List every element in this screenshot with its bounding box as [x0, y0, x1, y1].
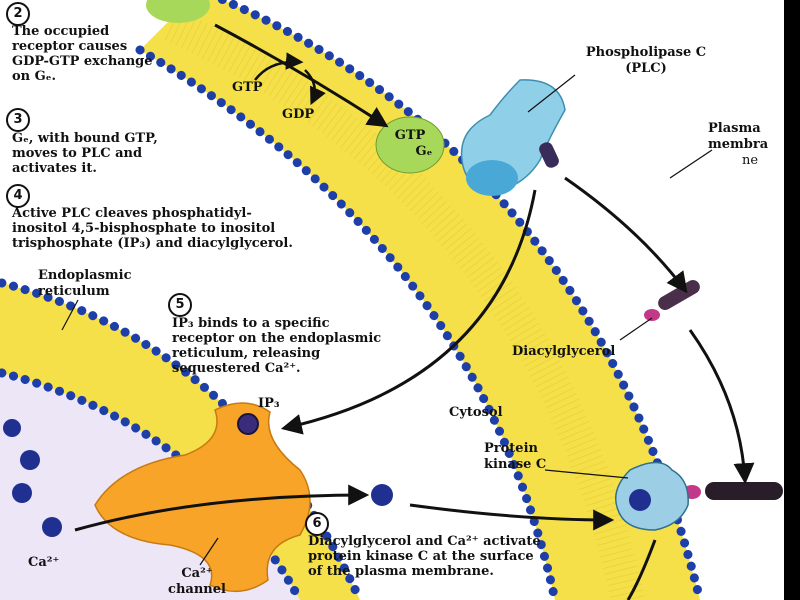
step-4-text: Active PLC cleaves phosphatidyl- inosito…: [12, 206, 293, 251]
step-line: on Gₑ.: [12, 69, 57, 84]
step-number: 3: [6, 108, 30, 132]
diacylglycerol-molecule: [658, 280, 700, 310]
leader-channel: [199, 537, 219, 566]
er-membrane-inner-heads: [0, 367, 305, 600]
step-line: reticulum, releasing: [172, 346, 321, 361]
black-edge-strip: [784, 0, 800, 600]
pip2-molecule: [539, 142, 559, 168]
ca-ion: [12, 483, 32, 503]
step-line: Diacylglycerol and Ca²⁺ activate: [308, 534, 541, 549]
step-line: activates it.: [12, 161, 97, 176]
plasma-membrane-label-line1: Plasma: [708, 121, 761, 136]
leader-plasma-membrane: [669, 149, 713, 179]
ip3-molecule: [237, 413, 259, 435]
step-line: Active PLC cleaves phosphatidyl-: [12, 206, 252, 221]
protein-kinase-c: [615, 461, 689, 531]
leader-er: [61, 299, 79, 331]
leader-pkc: [544, 469, 629, 479]
cytosol-label: Cytosol: [449, 405, 503, 420]
leader-plc: [527, 74, 576, 113]
gq-protein-top: [146, 0, 210, 23]
step-5-text: IP₃ binds to a specific receptor on the …: [172, 316, 381, 376]
leader-diacylglycerol: [619, 317, 653, 341]
plc-lower-lobe: [466, 160, 518, 196]
er-label-line1: Endoplasmic: [38, 268, 132, 283]
step-line: receptor causes: [12, 39, 128, 54]
step-number: 5: [168, 293, 192, 317]
ca-ion: [20, 450, 40, 470]
gq-gtp-label: GTP: [394, 128, 426, 143]
plasma-membrane-label-line3: ne: [742, 153, 759, 168]
ca-ion: [629, 489, 651, 511]
arrow-gdp-out: [304, 69, 326, 106]
er-membrane-outer-heads: [0, 277, 365, 600]
step-line: IP₃ binds to a specific: [172, 316, 330, 331]
pkc-label-line1: Protein: [484, 441, 538, 456]
arrow-plc-to-dag: [564, 176, 688, 294]
step-number: 2: [6, 2, 30, 26]
step-line: Gₑ, with bound GTP,: [12, 131, 158, 146]
arrow-gtp-in: [254, 52, 304, 81]
ca-channel-label-line1: Ca²⁺: [181, 566, 213, 581]
step-number: 6: [305, 512, 329, 536]
step-line: The occupied: [12, 24, 110, 39]
ca-channel-protein: [94, 402, 311, 593]
step-line: protein kinase C at the surface: [308, 549, 534, 564]
step-line: GDP-GTP exchange: [12, 54, 153, 69]
step-line: inositol 4,5-bisphosphate to inositol: [12, 221, 276, 236]
ca-ion: [3, 419, 21, 437]
ca-ion: [42, 517, 62, 537]
step-line: receptor on the endoplasmic: [172, 331, 382, 346]
plasma-membrane-band: [140, 0, 700, 600]
diacylglycerol-molecule-2: [705, 482, 783, 500]
arrow-plc-to-ip3: [280, 189, 537, 435]
step-number: 4: [6, 184, 30, 208]
diacylglycerol-head: [644, 309, 660, 321]
step-6-text: Diacylglycerol and Ca²⁺ activate protein…: [308, 534, 541, 579]
step-line: of the plasma membrane.: [308, 564, 494, 579]
er-label-line2: reticulum: [38, 284, 110, 299]
ca-ion: [371, 484, 393, 506]
gq-label: Gₑ: [415, 144, 433, 159]
step-3-text: Gₑ, with bound GTP, moves to PLC and act…: [12, 131, 158, 176]
step-line: moves to PLC and: [12, 146, 143, 161]
gtp-label: GTP: [232, 80, 263, 95]
step-line: trisphosphate (IP₃) and diacylglycerol.: [12, 236, 293, 251]
plc-label-line2: (PLC): [625, 61, 667, 76]
step-line: sequestered Ca²⁺.: [172, 361, 301, 376]
step-2-text: The occupied receptor causes GDP-GTP exc…: [12, 24, 153, 84]
gq-protein: [375, 116, 445, 174]
arrow-pkc-curve-down: [626, 539, 657, 600]
ca-channel-label-line2: channel: [168, 582, 226, 597]
arrow-ca-to-pkc: [409, 503, 615, 531]
pkc-label-line2: kinase C: [484, 457, 547, 472]
arrow-gq-to-plc: [214, 23, 389, 128]
plc-label-line1: Phospholipase C: [585, 45, 707, 60]
arrow-dag-to-pkc: [688, 329, 755, 485]
plasma-membrane-label-line2: membra: [708, 137, 769, 152]
arrow-ca-through-channel: [74, 484, 370, 532]
plasma-membrane-inner-heads: [135, 45, 560, 600]
diacylglycerol-label: Diacylglycerol: [512, 344, 616, 359]
ca-ion-label: Ca²⁺: [28, 555, 60, 570]
ip3-label: IP₃: [258, 396, 280, 411]
gdp-label: GDP: [282, 107, 315, 122]
